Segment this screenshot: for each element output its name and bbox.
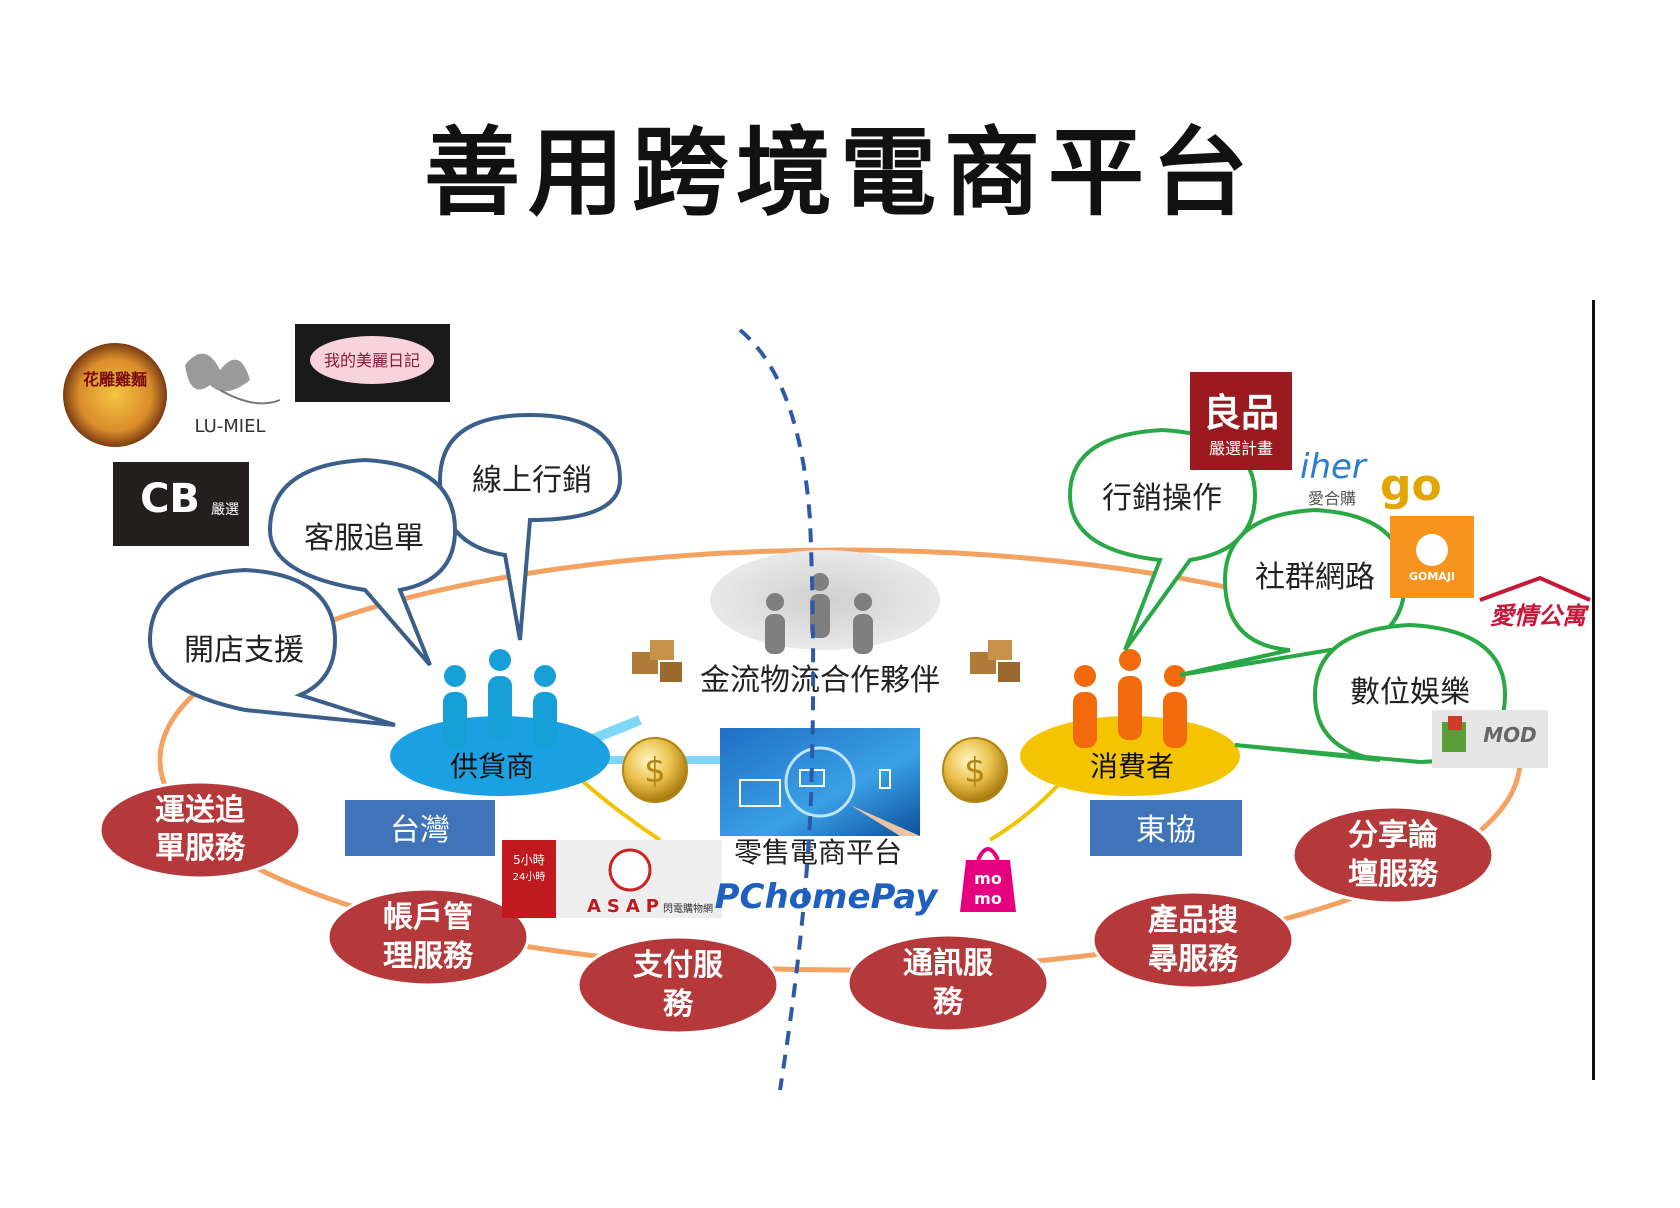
service-line: 分享論 bbox=[1348, 818, 1438, 853]
service-product-search: 產品搜 尋服務 bbox=[1091, 890, 1295, 990]
coin-icon-left: $ bbox=[622, 737, 688, 803]
logo-noodle-bowl: 花雕雞麵 bbox=[63, 343, 167, 447]
svg-text:$: $ bbox=[644, 751, 666, 791]
package-icon-left bbox=[632, 640, 682, 682]
logo-cb-text: CB bbox=[140, 476, 200, 522]
service-line: 運送追 bbox=[155, 793, 245, 828]
coin-icon-right: $ bbox=[942, 737, 1008, 803]
logo-love-apartment: 愛情公寓 bbox=[1479, 575, 1591, 630]
service-line: 理服務 bbox=[383, 939, 474, 974]
logo-gomaji: GOMAJI bbox=[1390, 516, 1474, 598]
logo-hrs-sub: 24小時 bbox=[513, 871, 546, 883]
service-line: 通訊服 bbox=[903, 946, 994, 981]
logo-asap: 5小時 24小時 ASAP 閃電購物網 bbox=[502, 840, 722, 918]
logo-ihergo-sub: 愛合購 bbox=[1308, 489, 1356, 508]
service-shipping-tracking: 運送追 單服務 bbox=[98, 780, 302, 880]
logo-ihergo-text: iher bbox=[1300, 447, 1368, 487]
logo-mod: MOD bbox=[1432, 710, 1548, 768]
logo-diary-text: 我的美麗日記 bbox=[324, 351, 420, 370]
platform-label: 零售電商平台 bbox=[734, 836, 902, 869]
consumer-label: 消費者 bbox=[1090, 750, 1174, 783]
logo-cb: CB 嚴選 bbox=[113, 462, 249, 546]
partners-people-icon bbox=[765, 573, 873, 654]
page-title: 善用跨境電商平台 bbox=[424, 116, 1256, 229]
logo-asap-text: ASAP bbox=[587, 896, 665, 917]
service-line: 尋服務 bbox=[1148, 942, 1239, 977]
service-line: 壇服務 bbox=[1348, 857, 1439, 892]
logo-noodle-text: 花雕雞麵 bbox=[83, 370, 147, 389]
service-line: 單服務 bbox=[155, 831, 246, 866]
divider-line bbox=[738, 328, 816, 1091]
right-border-line bbox=[1592, 300, 1595, 1080]
service-line: 帳戶管 bbox=[383, 900, 473, 935]
service-communication: 通訊服 務 bbox=[846, 933, 1050, 1033]
logo-hrs-text: 5小時 bbox=[513, 853, 545, 867]
logo-pchome: PChomePay bbox=[715, 877, 940, 917]
logo-liangpin: 良品 嚴選計畫 bbox=[1190, 372, 1292, 470]
logo-gomaji-text: GOMAJI bbox=[1409, 570, 1455, 583]
bubble-label-social-network: 社群網路 bbox=[1255, 560, 1375, 595]
logo-momo: mo mo bbox=[960, 847, 1016, 912]
bubble-label-online-marketing: 線上行銷 bbox=[472, 463, 592, 498]
consumer-people-icon bbox=[1073, 649, 1187, 748]
region-label-taiwan: 台灣 bbox=[390, 813, 450, 848]
bubble-label-store-support: 開店支援 bbox=[184, 633, 304, 668]
bubble-group-left bbox=[147, 412, 623, 727]
logo-diary: 我的美麗日記 bbox=[295, 324, 450, 402]
bubble-label-customer-service: 客服追單 bbox=[304, 521, 424, 556]
service-line: 務 bbox=[933, 985, 964, 1020]
package-icon-right bbox=[970, 640, 1020, 682]
logo-momo-text: mo bbox=[974, 869, 1002, 888]
supplier-people-icon bbox=[443, 649, 557, 748]
bubble-label-digital-entertainment: 數位娛樂 bbox=[1350, 675, 1470, 710]
service-payment: 支付服 務 bbox=[576, 935, 780, 1035]
region-box-asean bbox=[1090, 800, 1242, 856]
logo-ihergo: iher go 愛合購 bbox=[1300, 447, 1442, 511]
connector-supplier-partners bbox=[588, 715, 642, 745]
logo-liangpin-text: 良品 bbox=[1203, 391, 1279, 435]
bubble-label-marketing-ops: 行銷操作 bbox=[1102, 481, 1222, 516]
service-account-management: 帳戶管 理服務 bbox=[326, 887, 530, 987]
logo-cb-sub: 嚴選 bbox=[211, 502, 239, 518]
bubble-store-support bbox=[147, 567, 396, 727]
logo-lumiel: LU-MIEL bbox=[185, 353, 281, 437]
bubble-customer-service bbox=[267, 457, 458, 667]
supplier-label: 供貨商 bbox=[450, 750, 534, 783]
service-line: 務 bbox=[663, 987, 694, 1022]
bubble-online-marketing bbox=[437, 412, 623, 641]
service-sharing-forum: 分享論 壇服務 bbox=[1291, 805, 1495, 905]
logo-ihergo-go: go bbox=[1380, 460, 1442, 511]
logo-liangpin-sub: 嚴選計畫 bbox=[1209, 439, 1273, 458]
svg-text:$: $ bbox=[964, 751, 986, 791]
partners-label: 金流物流合作夥伴 bbox=[700, 663, 940, 698]
logo-mod-text: MOD bbox=[1483, 723, 1537, 747]
logo-asap-sub: 閃電購物網 bbox=[663, 902, 713, 915]
service-line: 支付服 bbox=[633, 948, 724, 983]
logo-momo-sub: mo bbox=[974, 889, 1002, 908]
service-line: 產品搜 bbox=[1148, 903, 1238, 938]
region-box-taiwan bbox=[345, 800, 495, 856]
logo-love-text: 愛情公寓 bbox=[1490, 602, 1590, 630]
logo-lumiel-text: LU-MIEL bbox=[194, 416, 265, 437]
platform-image bbox=[720, 728, 920, 836]
region-label-asean: 東協 bbox=[1136, 813, 1196, 848]
